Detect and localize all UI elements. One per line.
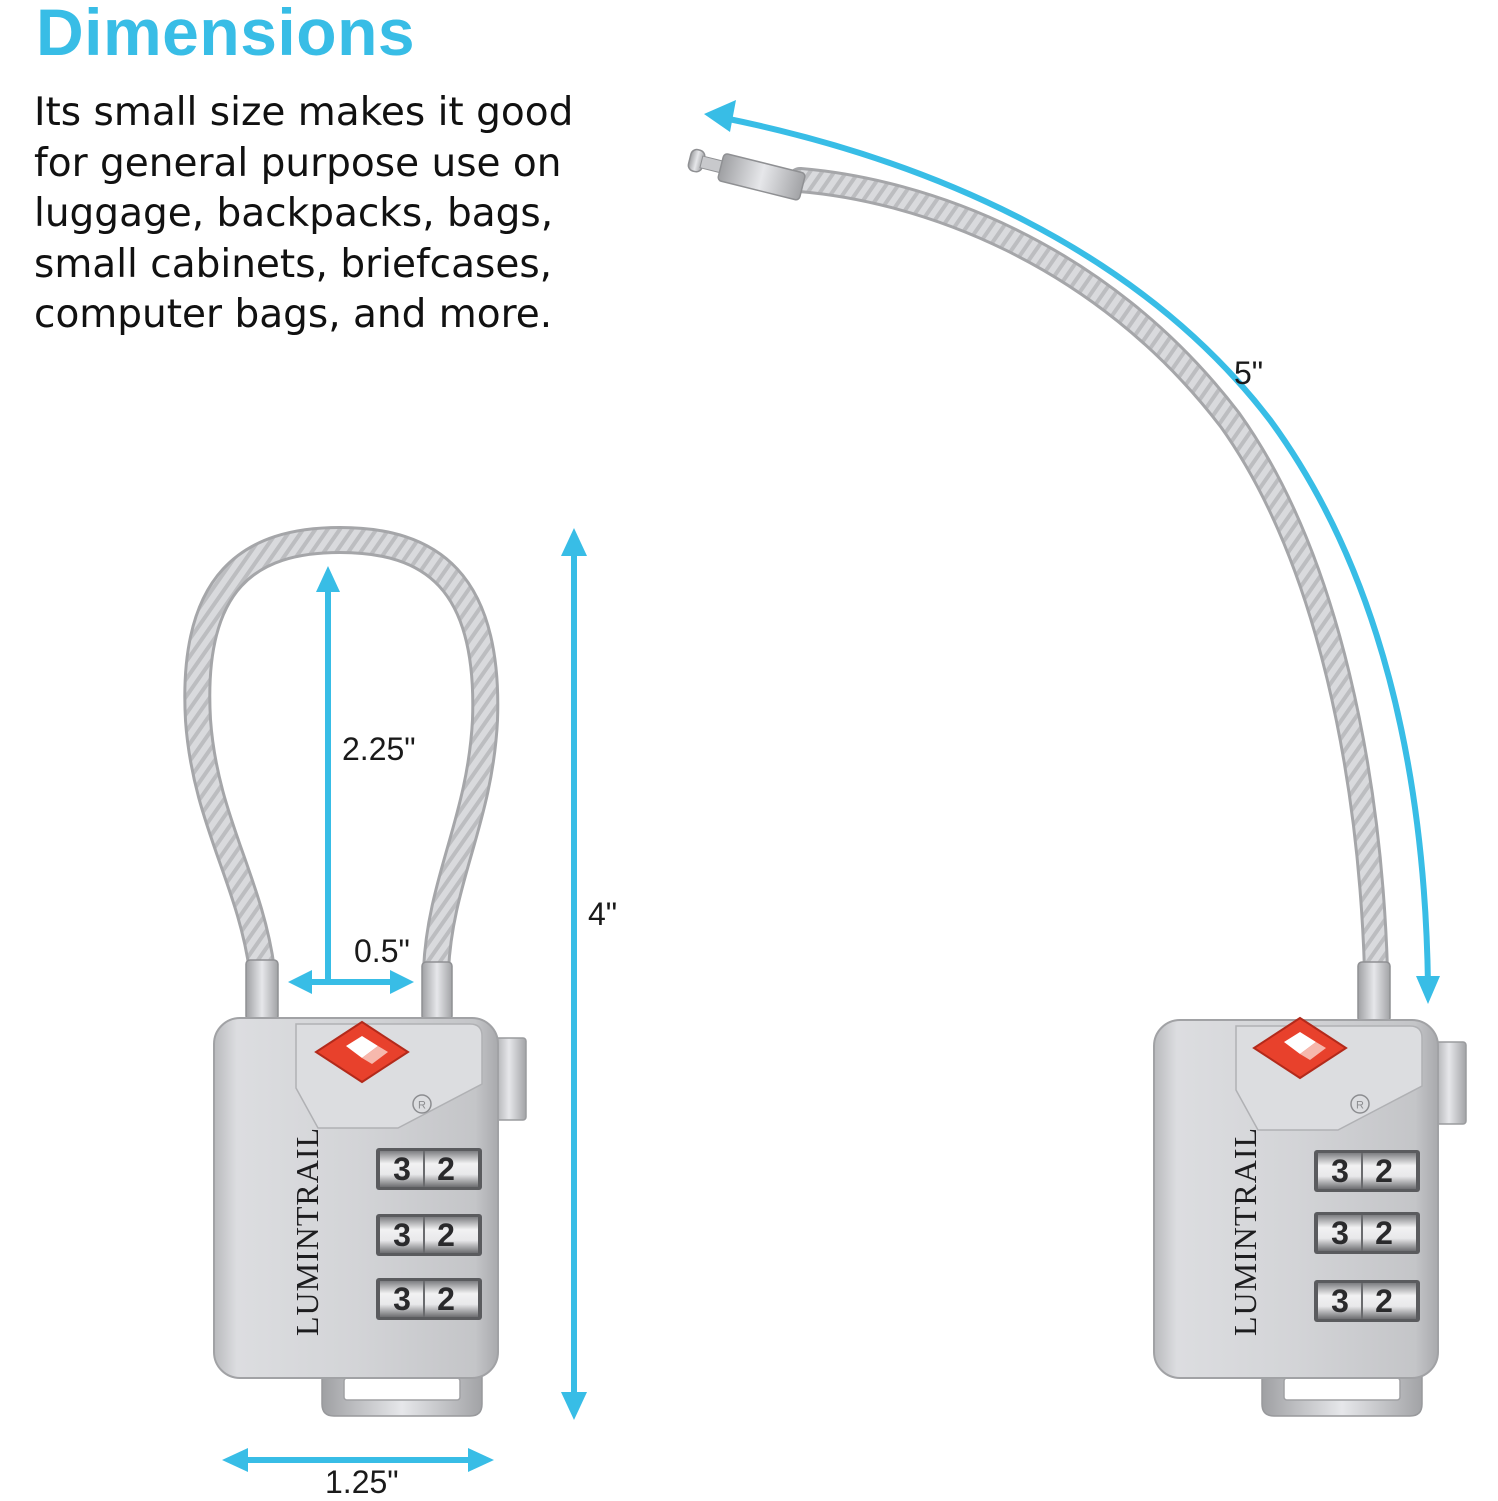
svg-text:R: R xyxy=(418,1100,426,1112)
total-height-label: 4" xyxy=(588,896,618,932)
registered-mark-icon xyxy=(1350,1094,1370,1114)
svg-text:3: 3 xyxy=(393,1151,411,1187)
svg-text:2: 2 xyxy=(1375,1215,1393,1251)
combination-dials: 3 2 3 2 3 2 xyxy=(376,1148,482,1320)
page-title: Dimensions xyxy=(36,0,416,69)
svg-text:3: 3 xyxy=(1331,1283,1349,1319)
svg-text:3: 3 xyxy=(393,1217,411,1253)
svg-text:2: 2 xyxy=(437,1151,455,1187)
extended-cable xyxy=(787,167,1389,983)
shackle-gap-label: 0.5" xyxy=(354,933,410,969)
svg-text:3: 3 xyxy=(1331,1215,1349,1251)
cable-length-arrow xyxy=(723,115,1431,986)
cable-length-label: 5" xyxy=(1234,355,1264,391)
closed-lock: R LUMINTRAIL 3 2 3 2 3 2 xyxy=(183,525,527,1417)
body-width-label: 1.25" xyxy=(325,1464,399,1500)
svg-text:R: R xyxy=(1356,1100,1364,1112)
open-lock: R LUMINTRAIL 3 2 3 2 3 2 xyxy=(687,148,1467,1417)
svg-text:2: 2 xyxy=(437,1281,455,1317)
brand-name: LUMINTRAIL xyxy=(289,1127,325,1336)
product-description: Its small size makes it good for general… xyxy=(34,90,574,337)
shackle-height-label: 2.25" xyxy=(342,731,416,767)
svg-text:2: 2 xyxy=(1375,1153,1393,1189)
svg-text:2: 2 xyxy=(437,1217,455,1253)
svg-text:3: 3 xyxy=(1331,1153,1349,1189)
svg-text:3: 3 xyxy=(393,1281,411,1317)
combination-dials: 3 2 3 2 3 2 xyxy=(1314,1150,1420,1322)
registered-mark-icon xyxy=(412,1094,432,1114)
brand-name: LUMINTRAIL xyxy=(1227,1127,1263,1336)
svg-text:2: 2 xyxy=(1375,1283,1393,1319)
